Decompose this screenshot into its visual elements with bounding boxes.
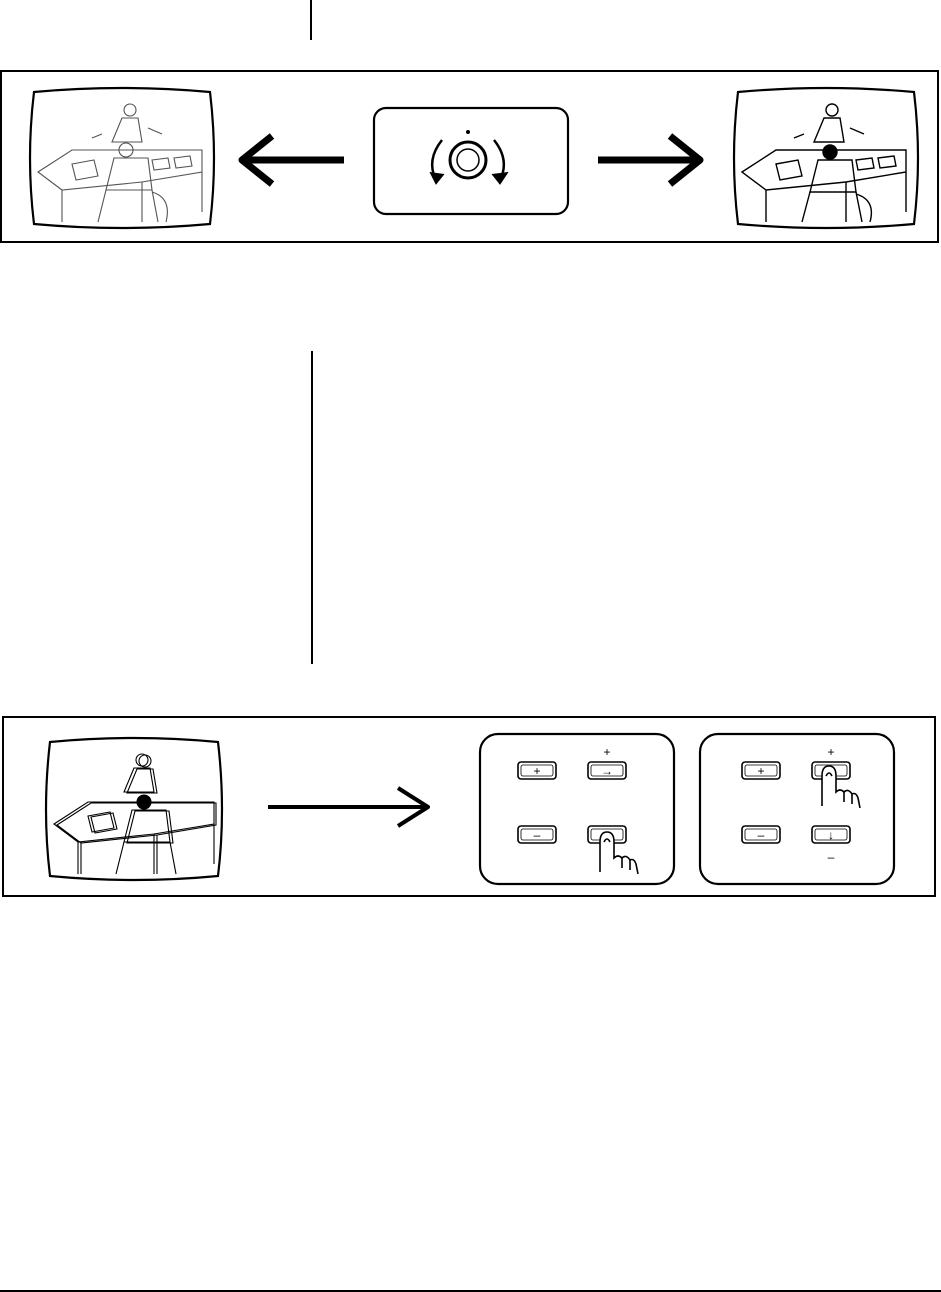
minus-button: – [518, 826, 556, 843]
button-panel-b: + + – ↓ – [700, 734, 894, 884]
plus-button: + [742, 762, 780, 779]
figure-2-illustration: + + → – [4, 718, 938, 899]
svg-text:–: – [758, 828, 765, 842]
svg-text:–: – [828, 850, 835, 864]
button-panel-a: + + → – [480, 734, 674, 884]
svg-text:+: + [757, 764, 764, 778]
figure-1-frame [0, 70, 939, 243]
tv-screen-high-contrast-icon [734, 88, 918, 228]
arrow-right-icon [598, 136, 700, 184]
svg-text:+: + [533, 764, 540, 778]
svg-text:+: + [827, 745, 834, 759]
arrow-left-icon [242, 136, 344, 184]
arrow-right-thin-icon [268, 788, 428, 826]
middle-divider [311, 351, 313, 664]
figure-1-illustration [2, 72, 941, 245]
tv-screen-low-contrast-icon [30, 88, 214, 228]
plus-button: + [518, 762, 556, 779]
svg-text:+: + [603, 745, 610, 759]
rotary-knob-icon [374, 108, 568, 214]
figure-2-frame: + + → – [2, 716, 936, 897]
minus-button: – [742, 826, 780, 843]
tv-screen-blurred-icon [46, 738, 222, 880]
svg-text:↓: ↓ [828, 828, 834, 842]
svg-text:–: – [534, 828, 541, 842]
top-divider [310, 0, 312, 40]
svg-text:→: → [601, 764, 613, 778]
